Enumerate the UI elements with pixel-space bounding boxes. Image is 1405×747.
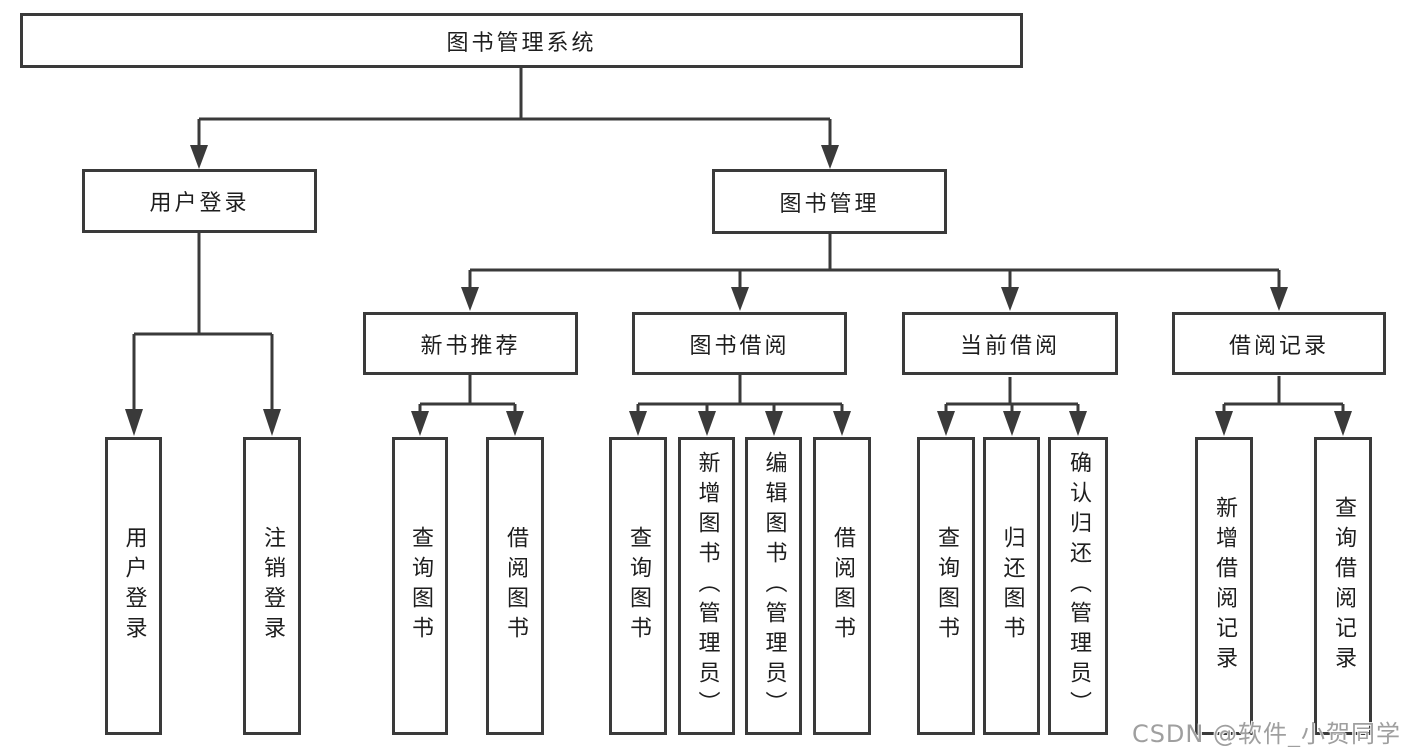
node-label: 确认归还（管理员）	[1066, 451, 1091, 721]
arrowhead-icons	[125, 145, 1352, 436]
node-query-borrow-record: 查询借阅记录	[1314, 437, 1372, 735]
node-user-login-leaf: 用户登录	[105, 437, 162, 735]
node-label: 图书管理系统	[446, 30, 597, 56]
node-label: 新增借阅记录	[1212, 496, 1237, 676]
node-add-books-admin: 新增图书（管理员）	[678, 437, 735, 735]
node-label: 用户登录	[121, 526, 147, 646]
csdn-watermark: CSDN @软件_小贺同学	[1131, 720, 1401, 747]
node-book-management: 图书管理	[712, 169, 947, 234]
node-new-book-recommendation: 新书推荐	[363, 312, 578, 375]
node-library-management-system: 图书管理系统	[20, 13, 1023, 68]
node-current-borrowing: 当前借阅	[902, 312, 1118, 375]
node-user-login: 用户登录	[82, 169, 317, 233]
node-label: 用户登录	[149, 191, 250, 216]
node-label: 查询图书	[626, 526, 651, 646]
node-label: 新增图书（管理员）	[694, 451, 720, 721]
node-label: 查询图书	[408, 526, 433, 646]
node-label: 借阅记录	[1228, 333, 1329, 359]
node-label: 归还图书	[999, 526, 1025, 646]
node-logout: 注销登录	[243, 437, 301, 735]
node-borrow-books: 借阅图书	[813, 437, 871, 735]
node-query-books-recommend: 查询图书	[392, 437, 448, 735]
node-edit-books-admin: 编辑图书（管理员）	[745, 437, 802, 735]
node-label: 借阅图书	[503, 526, 528, 646]
node-label: 查询借阅记录	[1331, 496, 1356, 676]
node-borrow-books-recommend: 借阅图书	[486, 437, 544, 735]
node-query-books-borrowing: 查询图书	[609, 437, 667, 735]
node-label: 借阅图书	[830, 526, 855, 646]
node-label: 当前借阅	[959, 333, 1060, 359]
node-query-books-current: 查询图书	[917, 437, 975, 735]
node-label: 新书推荐	[420, 333, 521, 359]
node-borrowing-records: 借阅记录	[1172, 312, 1386, 375]
connector-lines	[132, 68, 1345, 412]
node-label: 图书管理	[779, 191, 880, 217]
node-label: 图书借阅	[689, 333, 790, 359]
node-book-borrowing: 图书借阅	[632, 312, 847, 375]
node-label: 查询图书	[934, 526, 959, 646]
node-add-borrow-record: 新增借阅记录	[1195, 437, 1253, 735]
node-label: 编辑图书（管理员）	[761, 451, 787, 721]
node-label: 注销登录	[260, 526, 285, 646]
node-return-books: 归还图书	[983, 437, 1040, 735]
node-confirm-return-admin: 确认归还（管理员）	[1048, 437, 1108, 735]
